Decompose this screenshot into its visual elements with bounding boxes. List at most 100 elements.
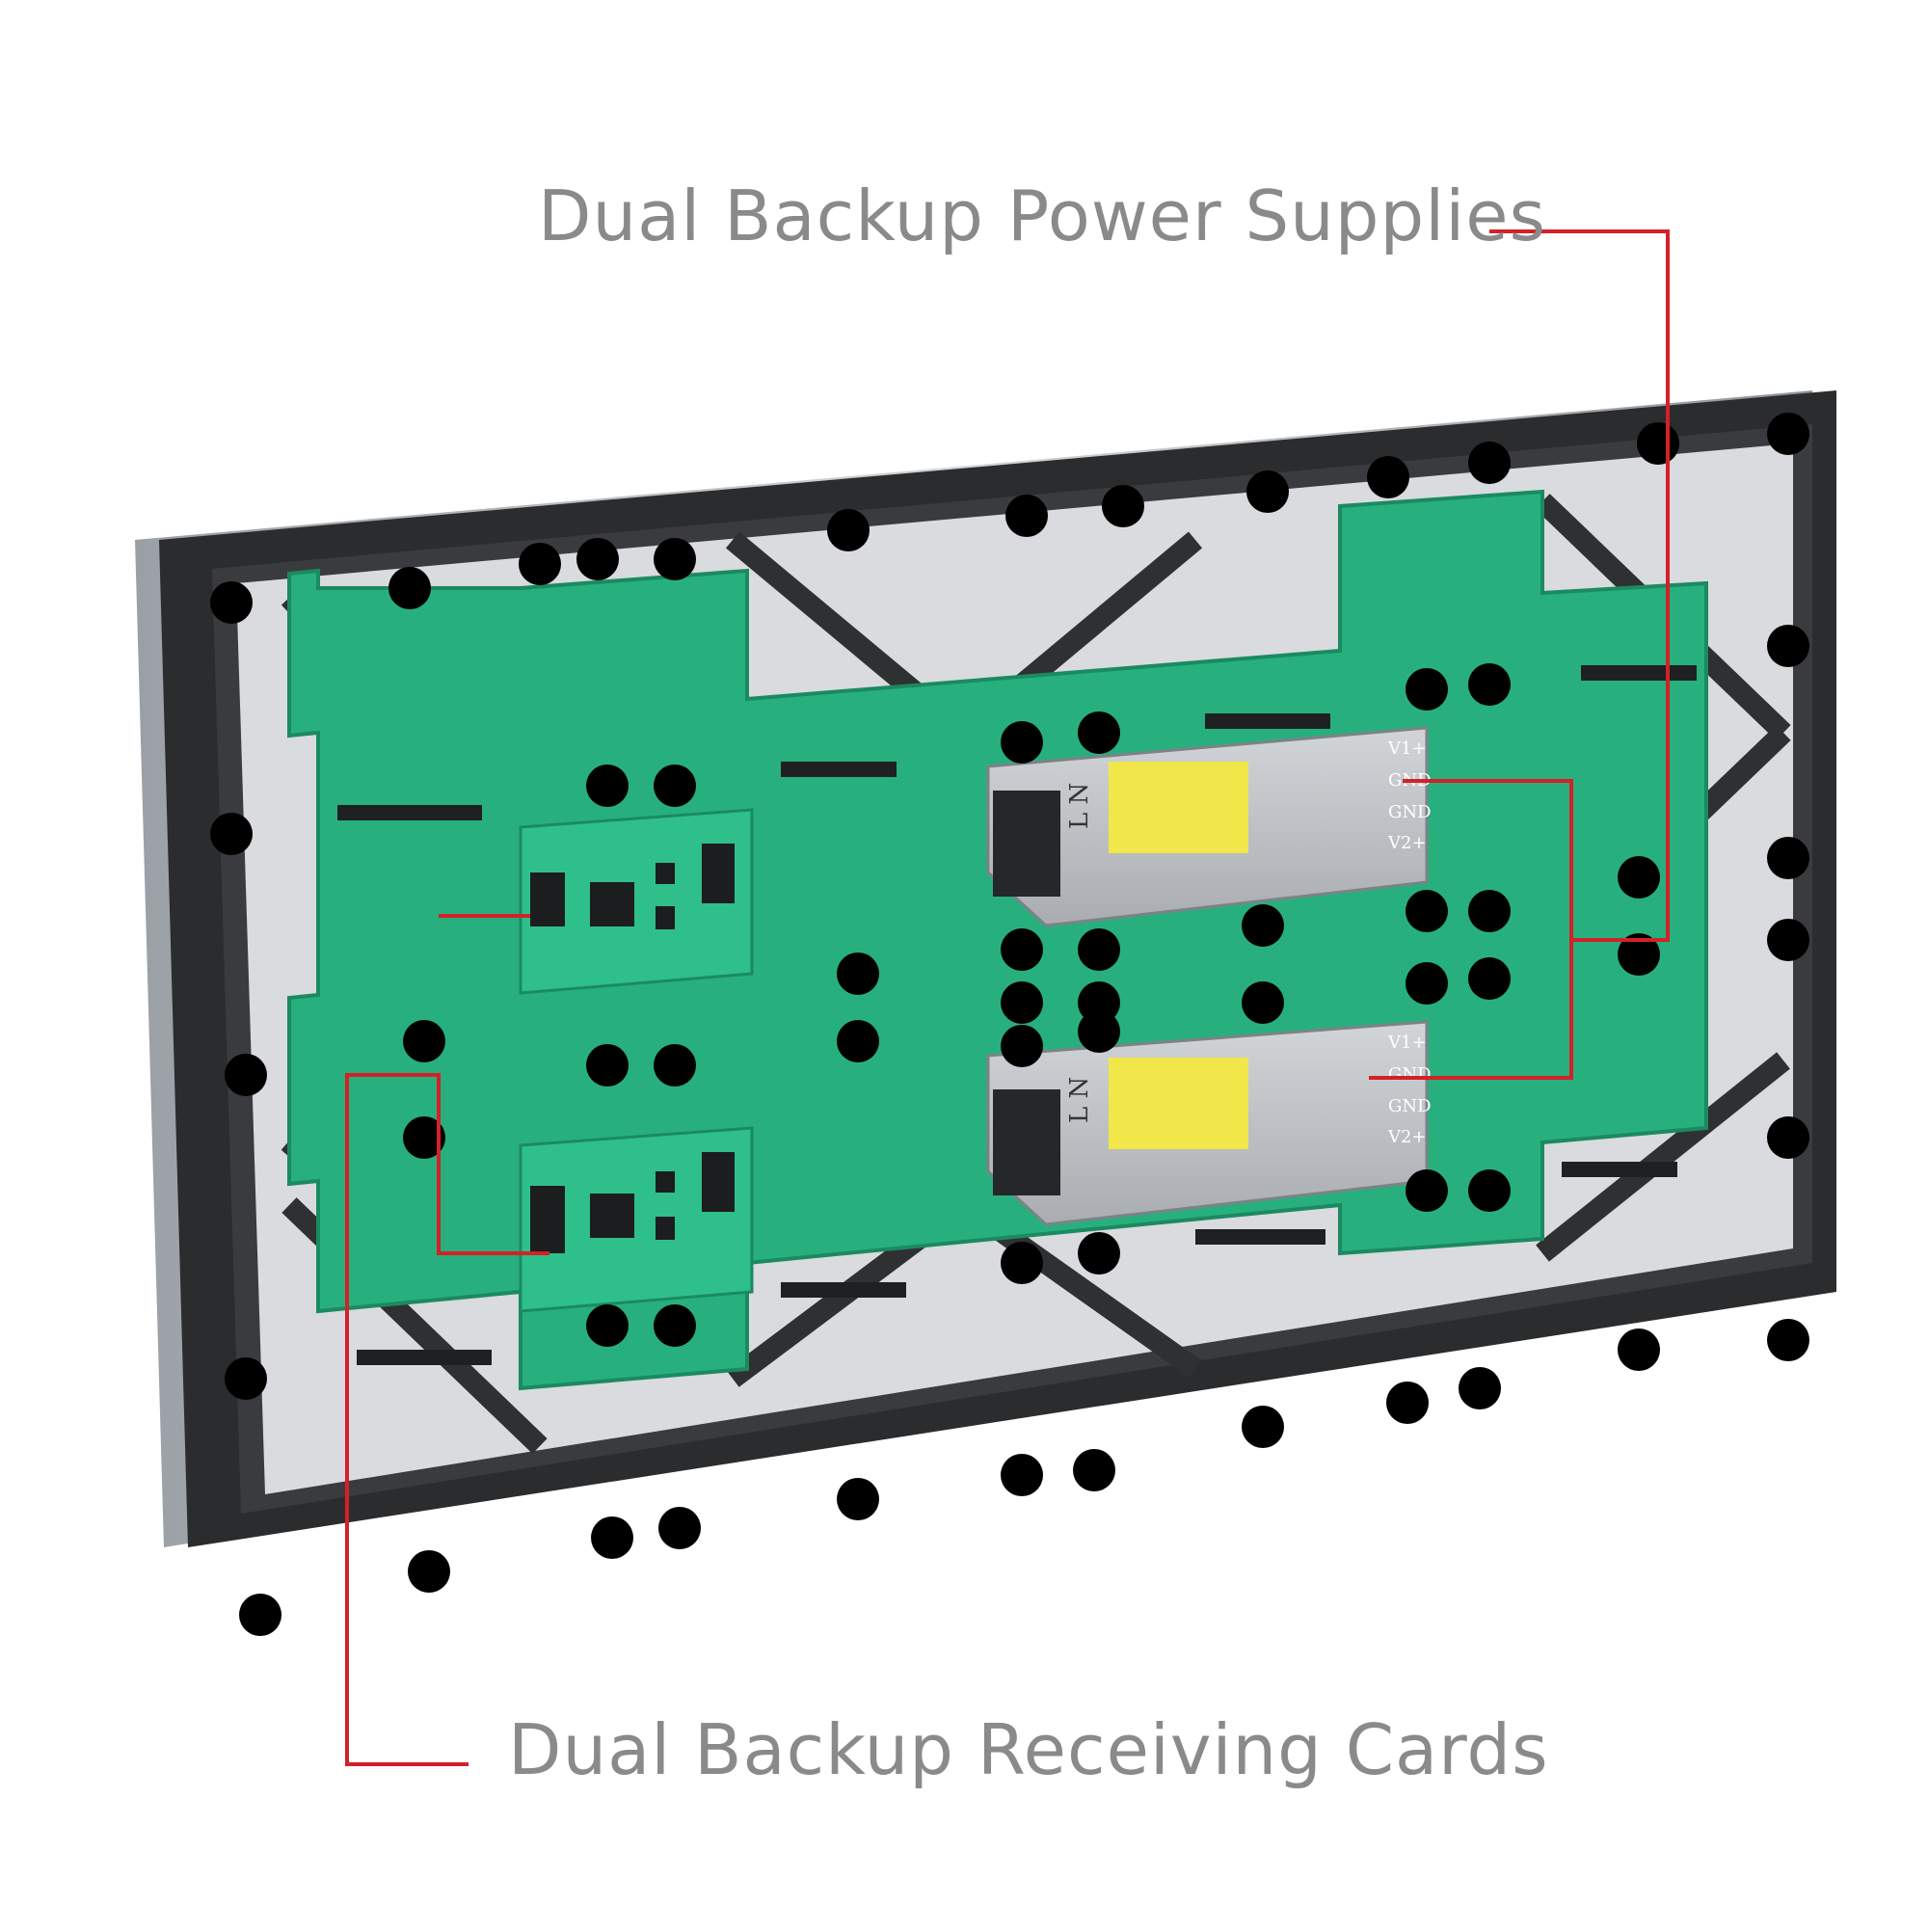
connector-strip: [1205, 713, 1330, 729]
connector-strip: [781, 762, 897, 777]
magnet: [1767, 1116, 1809, 1159]
magnet: [576, 538, 619, 580]
magnet: [1618, 856, 1660, 899]
magnet: [1406, 962, 1448, 1005]
magnet: [1242, 981, 1284, 1024]
magnet: [586, 1304, 629, 1347]
connector-strip: [781, 1282, 906, 1298]
card-chip: [656, 863, 675, 884]
magnet: [1367, 456, 1409, 498]
magnet: [1242, 1406, 1284, 1448]
magnet: [586, 1044, 629, 1087]
receiving-card-bottom: [519, 1126, 754, 1313]
magnet: [519, 543, 561, 585]
magnet: [1078, 1232, 1120, 1275]
magnet: [1406, 1169, 1448, 1212]
magnet: [1078, 711, 1120, 754]
psu-warning-label: [1109, 1058, 1248, 1149]
magnet: [1767, 1319, 1809, 1361]
magnet: [1767, 625, 1809, 667]
psu-terminal-v2: V2+: [1387, 1127, 1427, 1147]
psu-terminal-v1: V1+: [1387, 1033, 1427, 1053]
psu-terminal-v2: V2+: [1387, 833, 1427, 853]
magnet: [1767, 837, 1809, 879]
magnet: [1468, 442, 1511, 484]
connector-strips: [337, 665, 1697, 1365]
magnet: [1767, 919, 1809, 961]
magnet: [1078, 928, 1120, 971]
magnet: [654, 1044, 696, 1087]
magnet: [225, 1357, 267, 1400]
psu-terminal-gnd-2: GND: [1388, 1096, 1432, 1116]
psu-terminal-gnd-1: GND: [1388, 1064, 1432, 1085]
magnet: [1246, 470, 1289, 513]
connector-strip: [1581, 665, 1697, 681]
psu-terminal-gnd-2: GND: [1388, 802, 1432, 822]
magnet: [225, 1054, 267, 1096]
card-chip: [530, 872, 565, 926]
magnet: [210, 813, 253, 855]
magnet: [1386, 1382, 1429, 1424]
magnet: [654, 765, 696, 807]
magnet: [408, 1550, 450, 1593]
magnet: [1767, 413, 1809, 455]
callout-lines: [345, 229, 1670, 1766]
magnet: [1001, 928, 1043, 971]
magnet: [1001, 1242, 1043, 1284]
receiving-card-top: [519, 808, 754, 995]
magnet: [1001, 981, 1043, 1024]
magnet: [837, 1478, 879, 1520]
card-chip: [656, 1171, 675, 1193]
magnet: [1468, 663, 1511, 706]
power-supply-bottom: L N V1+ GND GND V2+: [986, 1020, 1432, 1226]
magnet: [1468, 890, 1511, 932]
magnet: [1468, 957, 1511, 1000]
psu-phase-label: L N: [1065, 783, 1094, 829]
magnet: [1468, 1169, 1511, 1212]
magnet: [1618, 933, 1660, 976]
card-chip: [656, 1217, 675, 1240]
frame-rib: [1536, 1052, 1790, 1262]
card-chip: [702, 1152, 735, 1212]
magnet: [403, 1020, 445, 1062]
magnet: [403, 1116, 445, 1159]
card-chip: [656, 906, 675, 929]
psu-terminal-v1: V1+: [1387, 738, 1427, 759]
magnet: [388, 567, 431, 609]
magnet: [1078, 981, 1120, 1024]
callout-line-cards: [345, 1073, 549, 1766]
magnet-array: [210, 413, 1809, 1636]
magnet: [210, 581, 253, 624]
psu-terminal-block: [993, 791, 1060, 897]
magnet: [837, 1020, 879, 1062]
psu-phase-label: L N: [1065, 1077, 1094, 1123]
magnet: [1001, 1025, 1043, 1067]
connector-strip: [337, 805, 482, 820]
magnet: [654, 1304, 696, 1347]
psu-warning-label: [1109, 762, 1248, 853]
magnet: [1102, 485, 1144, 527]
magnet: [1073, 1449, 1115, 1491]
receiving-card-bottom-board: [519, 1126, 754, 1313]
callout-label-receiving-cards: Dual Backup Receiving Cards: [508, 1709, 1549, 1790]
card-chip: [590, 1194, 634, 1238]
magnet: [1242, 904, 1284, 947]
magnet: [1406, 668, 1448, 711]
connector-strip: [357, 1350, 492, 1365]
magnet: [837, 953, 879, 995]
magnet: [827, 509, 870, 551]
magnet: [1001, 721, 1043, 764]
magnet: [658, 1507, 701, 1549]
magnet: [1406, 890, 1448, 932]
psu-terminal-block: [993, 1089, 1060, 1195]
magnet: [1618, 1328, 1660, 1371]
magnet: [586, 765, 629, 807]
callout-label-power-supplies: Dual Backup Power Supplies: [538, 175, 1547, 256]
card-chip: [702, 844, 735, 903]
callout-line-power: [1489, 229, 1670, 942]
magnet: [1459, 1367, 1501, 1409]
magnet: [239, 1594, 281, 1636]
power-supply-top: L N V1+ GND GND V2+: [986, 726, 1432, 927]
